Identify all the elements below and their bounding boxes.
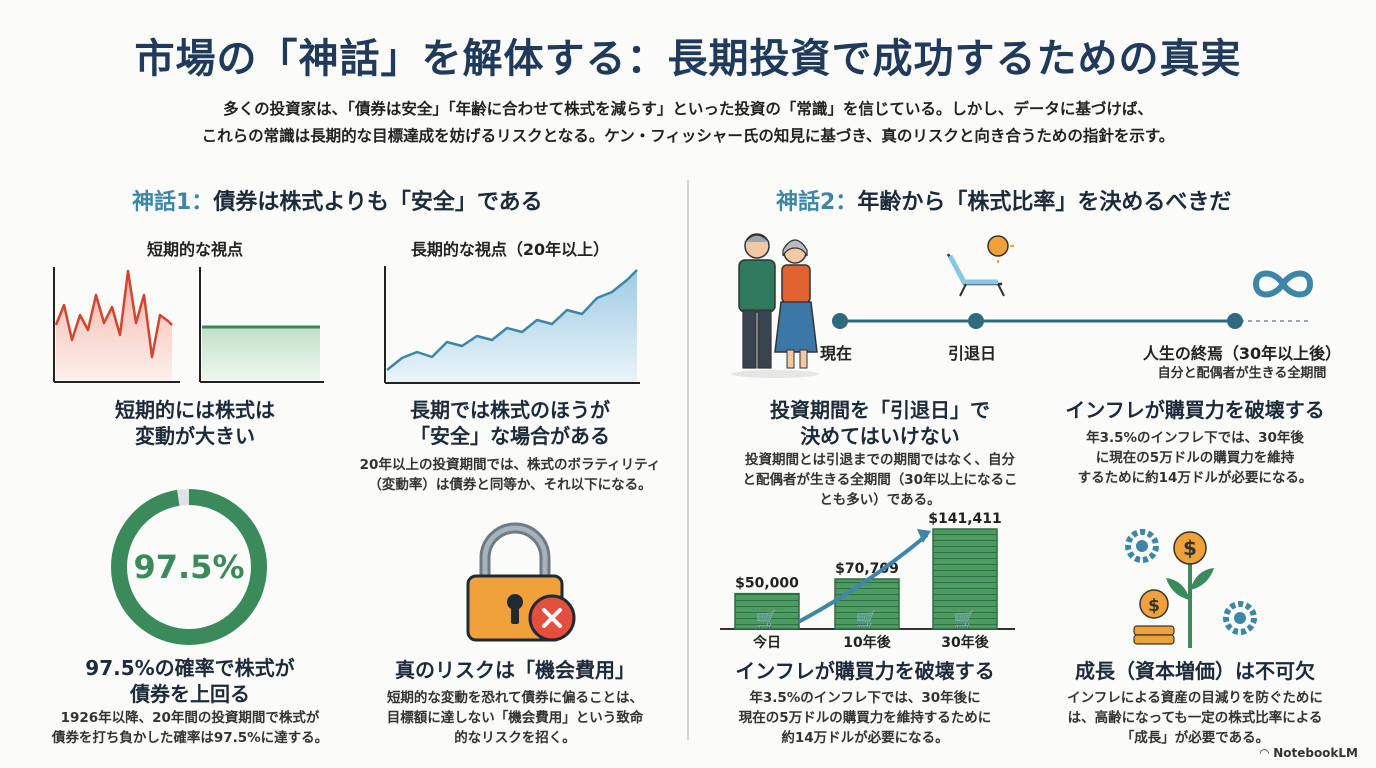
inflation-body-line3: 約14万ドルが必要になる。: [781, 730, 949, 746]
long-term-body-line1: 20年以上の投資期間では、株式のボラティリティ: [359, 457, 661, 473]
growth-body-line3: 「成長」が必要である。: [1120, 730, 1270, 746]
myth2-title-text: 年齢から「株式比率」を決めるべきだ: [857, 190, 1232, 215]
risk-body-line2: 目標額に達しない「機会費用」という致命: [386, 710, 644, 726]
intro-text: 多くの投資家は、「債券は安全」「年齢に合わせて株式を減らす」といった投資の「常識…: [60, 96, 1316, 150]
horizon-body: 投資期間とは引退までの期間ではなく、自分 と配偶者が生きる全期間（30年以上にな…: [715, 450, 1045, 510]
inflation-top-heading: インフレが購買力を破壊する: [1065, 398, 1325, 422]
horizon-body-line2: と配偶者が生きる全期間（30年以上になるこ: [742, 472, 1018, 488]
long-term-heading-line1: 長期では株式のほうが: [410, 398, 610, 422]
page-title: 市場の「神話」を解体する：長期投資で成功するための真実: [134, 36, 1242, 82]
column-divider: [687, 180, 689, 740]
horizon-heading: 投資期間を「引退日」で 決めてはいけない: [720, 397, 1040, 449]
cart-icon: 🛒: [954, 608, 976, 630]
inflation-category-label: 10年後: [843, 634, 891, 651]
long-term-label: 長期的な視点（20年以上）: [410, 240, 610, 259]
growth-heading: 成長（資本増価）は不可欠: [1075, 659, 1315, 683]
intro-line-2: これらの常識は長期的な目標達成を妨げるリスクとなる。ケン・フィッシャー氏の知見に…: [201, 127, 1175, 145]
growth-arrow: [798, 533, 929, 624]
svg-text:$: $: [1183, 536, 1197, 560]
inflation-top-body-line3: するために約14万ドルが必要になる。: [1077, 470, 1313, 486]
cart-icon: 🛒: [756, 608, 778, 630]
gauge-body-line1: 1926年以降、20年間の投資期間で株式が: [60, 710, 320, 726]
gauge-heading-line1: 97.5%の確率で株式が: [85, 656, 295, 680]
probability-gauge: 97.5%: [111, 489, 267, 645]
inflation-body: 年3.5%のインフレ下では、30年後に 現在の5万ドルの購買力を維持するために …: [705, 688, 1025, 748]
short-term-bond-chart: [199, 267, 324, 383]
cart-icon: 🛒: [856, 608, 878, 630]
growth-body: インフレによる資産の目減りを防ぐために は、高齢になっても一定の株式比率による …: [1030, 688, 1360, 748]
inflation-category-label: 30年後: [941, 634, 989, 651]
inflation-category-label: 今日: [752, 634, 781, 651]
growth-arrow-head: [917, 529, 931, 543]
gauge-body: 1926年以降、20年間の投資期間で株式が 債券を打ち負かした確率は97.5%に…: [20, 708, 360, 748]
inflation-top-body: 年3.5%のインフレ下では、30年後 に現在の5万ドルの購買力を維持 するために…: [1040, 428, 1350, 488]
inflation-top-body-line2: に現在の5万ドルの購買力を維持: [1095, 450, 1295, 466]
long-term-heading: 長期では株式のほうが 「安全」な場合がある: [370, 397, 650, 449]
beach-chair-icon: [946, 232, 1014, 297]
intro-line-1: 多くの投資家は、「債券は安全」「年齢に合わせて株式を減らす」といった投資の「常識…: [223, 100, 1153, 118]
myth2-title: 神話2：年齢から「株式比率」を決めるべきだ: [776, 184, 1231, 216]
inflation-bar: [834, 578, 900, 630]
infinity-icon: [1252, 270, 1314, 298]
short-term-label: 短期的な視点: [146, 240, 243, 259]
brand-name: NotebookLM: [1273, 746, 1358, 760]
gauge-heading-line2: 債券を上回る: [130, 682, 250, 706]
life-timeline: [832, 313, 1310, 329]
long-term-body: 20年以上の投資期間では、株式のボラティリティ （変動率）は債券と同等か、それ以…: [345, 455, 675, 495]
lock-icon: [466, 522, 576, 642]
growth-body-line2: は、高齢になっても一定の株式比率による: [1067, 710, 1323, 726]
timeline-now-label: 現在: [820, 344, 853, 363]
risk-heading: 真のリスクは「機会費用」: [395, 658, 635, 682]
inflation-chart: 🛒 $50,000 今日 🛒 $70,709 10年後 🛒 $141,411 30年後: [720, 511, 1015, 651]
inflation-heading: インフレが購買力を破壊する: [735, 659, 995, 683]
gauge-value: 97.5%: [133, 548, 244, 586]
svg-text:$: $: [1148, 596, 1160, 616]
inflation-top-body-line1: 年3.5%のインフレ下では、30年後: [1086, 430, 1304, 446]
risk-body: 短期的な変動を恐れて債券に偏ることは、 目標額に達しない「機会費用」という致命 …: [355, 688, 675, 748]
myth1-title-text: 債券は株式よりも「安全」である: [213, 190, 543, 215]
horizon-body-line1: 投資期間とは引退までの期間ではなく、自分: [745, 452, 1015, 468]
short-term-heading-line1: 短期的には株式は: [115, 398, 275, 422]
timeline-end-label: 人生の終焉（30年以上後）: [1142, 344, 1342, 363]
inflation-value-label: $70,709: [835, 561, 899, 577]
inflation-value-label: $141,411: [928, 511, 1002, 527]
horizon-heading-line1: 投資期間を「引退日」で: [770, 398, 990, 422]
myth2-prefix: 神話2：: [776, 190, 858, 215]
gauge-heading: 97.5%の確率で株式が 債券を上回る: [40, 655, 340, 707]
inflation-bar: [734, 592, 800, 630]
short-term-heading-line2: 変動が大きい: [135, 424, 255, 448]
inflation-bar: [932, 528, 998, 630]
short-term-heading: 短期的には株式は 変動が大きい: [60, 397, 330, 449]
inflation-body-line2: 現在の5万ドルの購買力を維持するために: [738, 710, 992, 726]
brand-logo: ◠ NotebookLM: [1259, 746, 1358, 760]
long-term-heading-line2: 「安全」な場合がある: [410, 424, 610, 448]
timeline-end-sub: 自分と配偶者が生きる全期間: [1157, 366, 1327, 381]
growth-plant-icon: $ $: [1125, 529, 1257, 648]
short-term-stock-chart: [53, 267, 180, 383]
gauge-body-line2: 債券を打ち負かした確率は97.5%に達する。: [51, 730, 329, 746]
inflation-value-label: $50,000: [735, 576, 799, 592]
long-term-stock-chart: [384, 266, 640, 384]
growth-body-line1: インフレによる資産の目減りを防ぐために: [1067, 690, 1323, 706]
horizon-heading-line2: 決めてはいけない: [800, 424, 960, 448]
long-term-body-line2: （変動率）は債券と同等か、それ以下になる。: [368, 477, 652, 493]
inflation-body-line1: 年3.5%のインフレ下では、30年後に: [749, 690, 981, 706]
timeline-retire-label: 引退日: [948, 344, 997, 363]
risk-body-line1: 短期的な変動を恐れて債券に偏ることは、: [386, 690, 644, 706]
risk-body-line3: 的なリスクを招く。: [454, 730, 576, 746]
horizon-body-line3: とも多い）である。: [819, 492, 941, 508]
myth1-title: 神話1：債券は株式よりも「安全」である: [132, 184, 543, 216]
elderly-couple-icon: [731, 233, 819, 378]
myth1-prefix: 神話1：: [132, 190, 214, 215]
